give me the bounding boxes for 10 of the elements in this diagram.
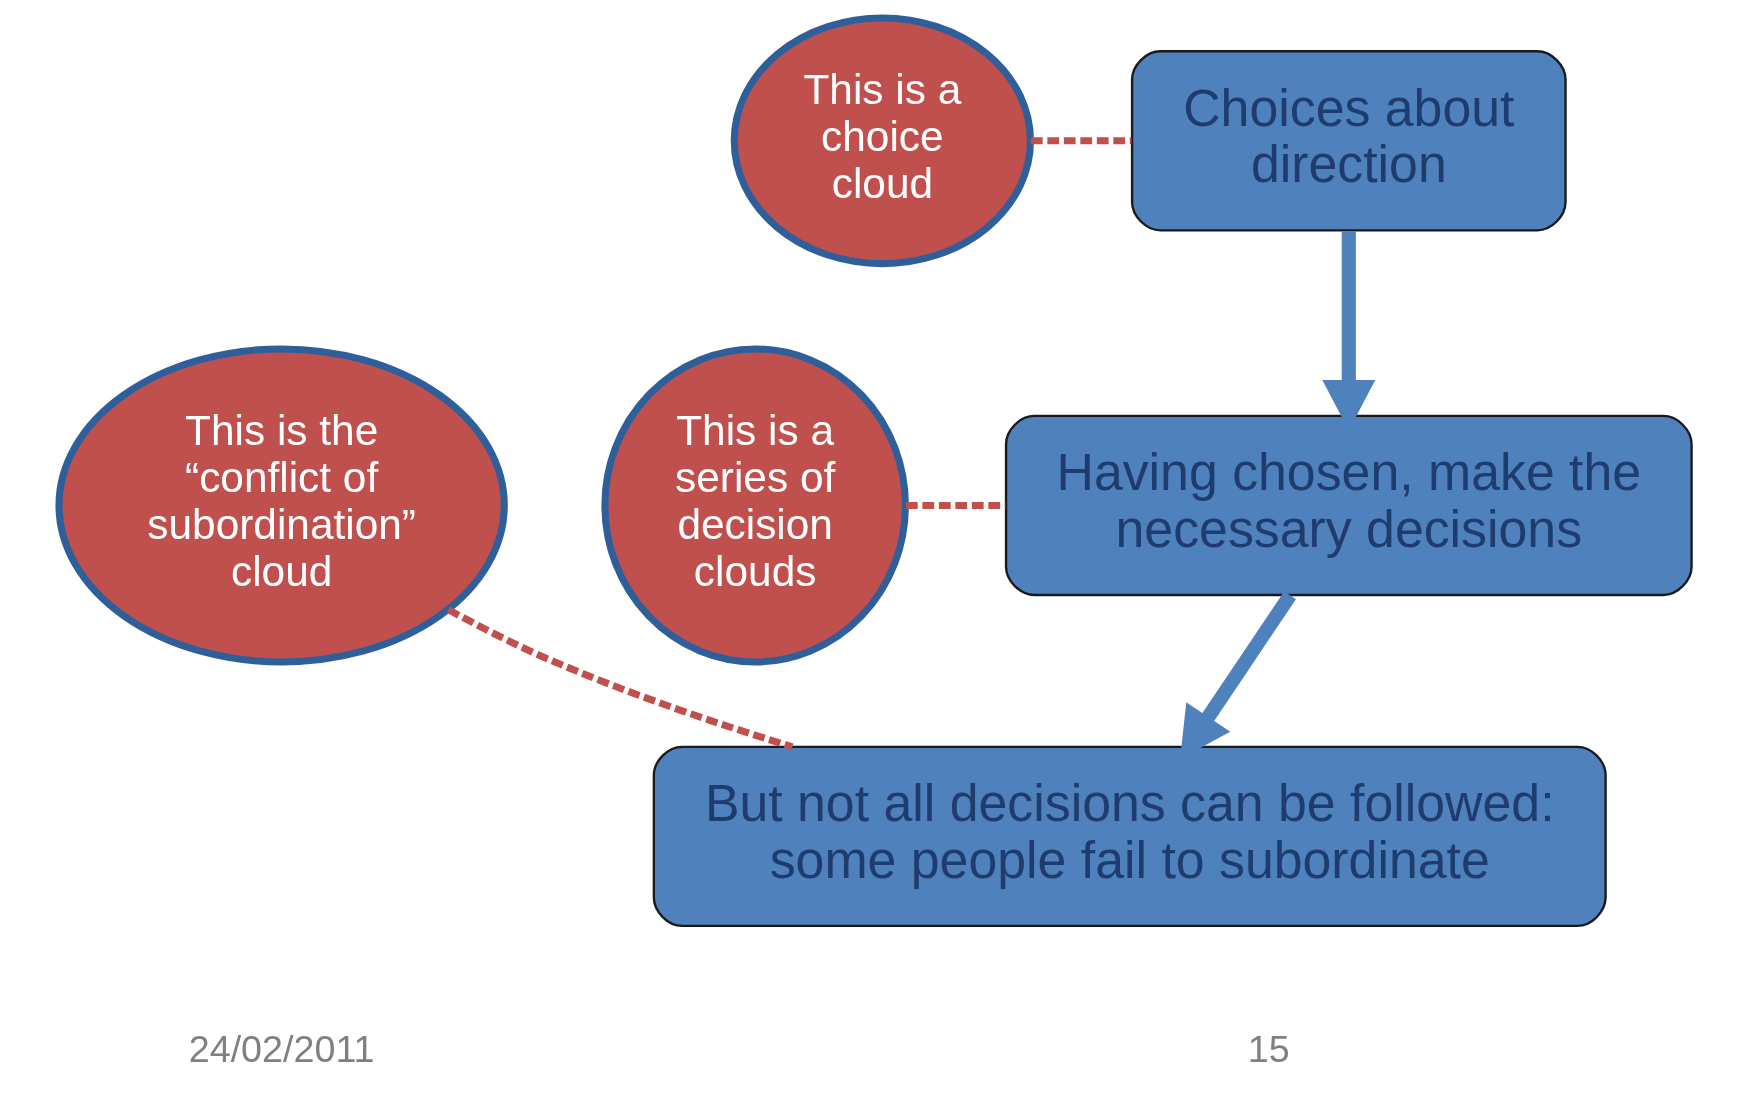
node-box: But not all decisions can be followed: some people fail to subordinate <box>652 745 1607 928</box>
node-box: Choices about direction <box>1130 50 1567 232</box>
label: 24/02/2011 <box>188 1028 375 1071</box>
node-ellipse: This is the “conflict of subordination” cloud <box>54 345 508 666</box>
node-circle: This is a series of decision clouds <box>600 345 909 666</box>
node-box: Having chosen, make the necessary decisions <box>1004 414 1693 597</box>
connector <box>446 606 793 751</box>
connector <box>1030 137 1131 145</box>
node-ellipse: This is a choice cloud <box>730 14 1034 268</box>
label: 15 <box>1247 1028 1290 1071</box>
